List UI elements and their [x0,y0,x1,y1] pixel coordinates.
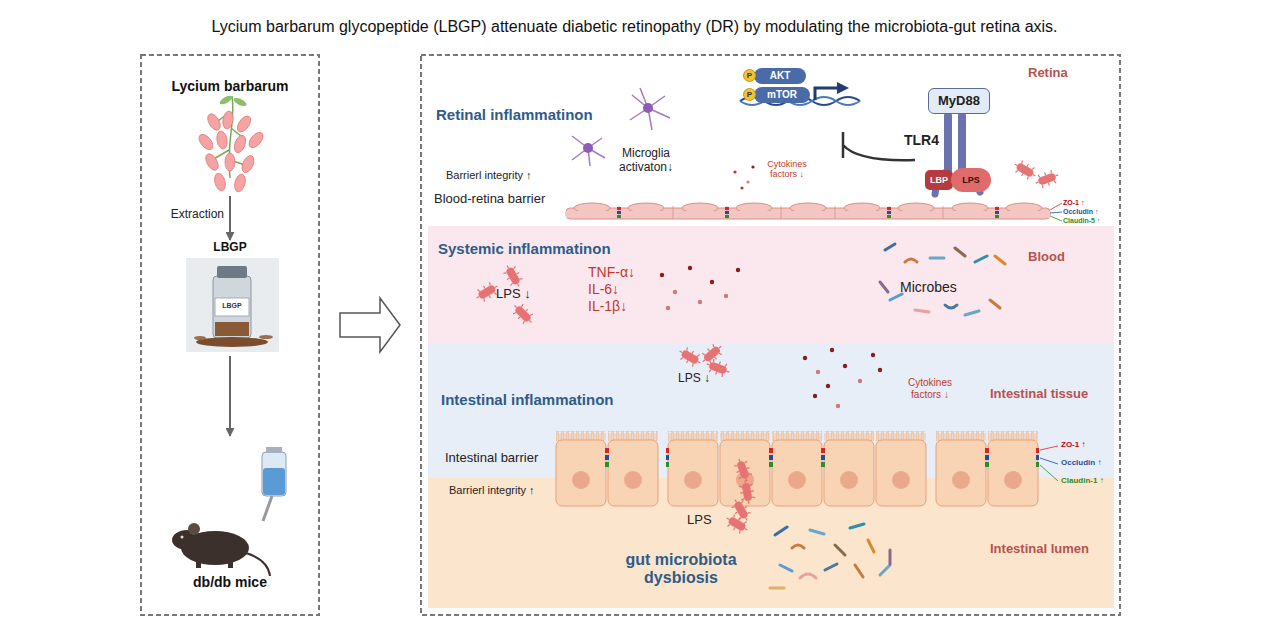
binding-protein-label: LBP [925,170,953,190]
cytokine-label: Cytokines factors ↓ [900,377,960,400]
adaptor-box: MyD88 [928,88,990,114]
right-panel-frame [421,55,1120,615]
dysbiosis-label: gut microbiota dysbiosis [616,551,746,588]
plant-box: Lycium barbarum [155,74,305,196]
product-name: LBGP [182,241,278,255]
product-box: LBGP [182,240,278,356]
phospho-circle: P [743,88,756,101]
adaptor-label: MyD88 [929,89,989,113]
edge-label: Extraction [154,208,224,222]
band-label: Retina [1028,66,1108,81]
junction-label: Claudin-5 ↑ [1063,217,1117,225]
left-panel-frame [141,55,319,615]
junction-label: ZO-1 ↑ [1063,199,1117,207]
junction-label: Occludin ↑ [1061,458,1121,467]
junction-label: ZO-1 ↑ [1061,440,1121,449]
phospho-label: P [744,70,755,81]
cytokine-label: IL-6↓ [588,281,668,297]
vial-label: LBGP [215,302,249,310]
flow-arrow [229,196,231,240]
cytokine-label: TNF-α↓ [588,264,668,280]
barrier-label: Blood-retina barrier [434,192,584,207]
intestinal-lumen-band: Intestinal lumen [428,478,1114,608]
phospho-circle: P [743,69,756,82]
section-heading: Retinal inflammatinon [436,106,656,123]
cytokine-label: Cytokines factors ↓ [760,159,814,180]
lps-label: LPS [687,513,727,528]
protein-pill: mTOR [754,87,810,103]
junction-label: Claudin-1 ↑ [1061,476,1121,485]
phospho-label: P [744,89,755,100]
barrier-label: Intestinal barrier [445,451,565,466]
berry-plant [196,94,265,193]
lps-label: LPS ↓ [496,287,556,302]
mouse-image [172,447,286,576]
lps-label: LPS ↓ [678,372,738,386]
receptor-label: TLR4 [904,132,948,148]
vial-image [186,258,279,352]
microbe-label: Microbes [900,279,980,295]
band-label: Intestinal tissue [990,387,1110,402]
section-heading: Intestinal inflammatinon [441,391,681,408]
band-label: Intestinal lumen [990,542,1110,557]
section-heading: Systemic inflammatinon [438,240,678,257]
band-label: Blood [1028,250,1108,265]
junction-label: Occludin ↑ [1063,208,1117,216]
flow-arrow [229,356,231,436]
animal-model-name: db/db mice [165,574,295,590]
cytokine-label: IL-1β↓ [588,298,668,314]
lps-shape: LPS [951,168,991,192]
binding-protein-box: LBP [925,170,953,190]
cell-label: Microglia activaton↓ [609,147,683,175]
hollow-arrow [340,298,400,352]
animal-model-box: db/db mice [165,436,295,592]
protein-pill: AKT [754,68,806,84]
plant-name: Lycium barbarum [155,78,305,94]
status-label: Barrierl integrity ↑ [449,484,589,497]
figure-title: Lycium barbarum glycopeptide (LBGP) atte… [0,17,1269,36]
protein-label: AKT [754,68,806,84]
protein-label: mTOR [754,87,810,103]
lps-label: LPS [951,168,991,192]
status-label: Barrierl integrity ↑ [446,169,586,182]
